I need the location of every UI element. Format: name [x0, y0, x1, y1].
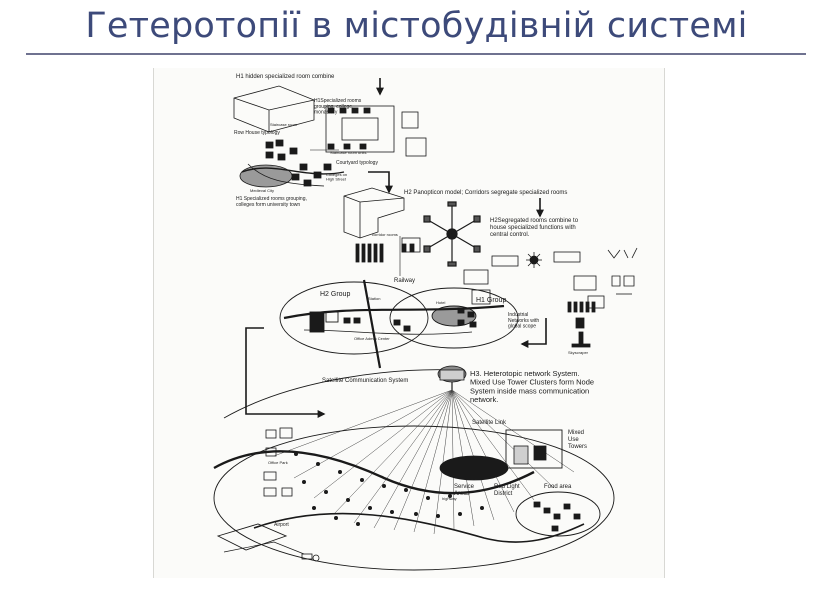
staircase-label: Staircase room — [270, 122, 298, 127]
hotel-label: Hotel — [436, 300, 445, 305]
heterotopia-diagram: H1 hidden specialized room combine H1Spe… — [213, 74, 638, 571]
h1-group-label: H1 Group — [476, 297, 506, 304]
diagram-labels: H1 hidden specialized room combine H1Spe… — [234, 74, 594, 528]
h2-group-label: H2 Group — [320, 291, 350, 298]
satellite-arc — [223, 369, 455, 419]
h3-title-label: H3. Heterotopic network System.Mixed Use… — [470, 369, 594, 404]
diagram-figure: H1 hidden specialized room combine H1Spe… — [153, 68, 665, 578]
h1-title-label: H1 hidden specialized room combine — [236, 74, 335, 80]
slide-title: Гетеротопії в містобудівній системі — [85, 6, 748, 46]
central-control — [463, 247, 638, 309]
h1-section — [233, 78, 427, 239]
row-house-block — [233, 85, 315, 133]
panopticon-star — [423, 201, 481, 267]
university-label: H1 Specialized rooms grouping,colleges f… — [236, 196, 307, 208]
network-ellipse — [213, 425, 615, 571]
office-admin-label: Office Admin Center — [354, 336, 390, 341]
corridor-rooms — [355, 237, 421, 263]
corridor-rooms-label: corridor rooms — [372, 232, 398, 237]
medieval-city-label: Medieval City — [250, 188, 274, 193]
tower-clusters — [294, 452, 484, 526]
skyscraper-icons — [567, 301, 596, 329]
station-label: Station — [368, 296, 380, 301]
airport-block — [216, 523, 288, 551]
title-divider — [26, 53, 806, 55]
colleges-cluster — [265, 139, 332, 187]
highway-line — [213, 450, 535, 495]
satellite-links — [273, 389, 575, 535]
h2-panopticon-label: H2 Panopticon model; Corridors segregate… — [404, 190, 567, 196]
airport-label: Airport — [274, 522, 289, 528]
h1-group-ellipse — [389, 287, 519, 349]
staircase-units-label: Staircase room units — [330, 150, 366, 155]
mixed-use-towers — [505, 429, 563, 469]
satellite-icon — [437, 365, 467, 390]
highway-label: highway — [442, 496, 457, 501]
h2-group-section — [245, 279, 547, 418]
skyscraper-label: Skyscraper — [568, 350, 589, 355]
satellite-link-label: Satellite Link — [472, 420, 507, 426]
h2-group-ellipse — [279, 281, 429, 355]
railway-label: Railway — [394, 278, 415, 284]
food-area-label: Food area — [544, 484, 572, 490]
satellite-system-label: Satellite Communication System — [322, 378, 408, 384]
h3-section — [213, 365, 615, 571]
office-park-label: Office Park — [268, 460, 288, 465]
h2-section — [355, 198, 638, 348]
service-hub — [439, 455, 509, 481]
courtyard-label: Courtyard typology — [336, 160, 378, 166]
courtyard-block — [325, 105, 395, 153]
row-house-label: Row House typology — [234, 130, 280, 136]
office-park — [263, 427, 293, 497]
